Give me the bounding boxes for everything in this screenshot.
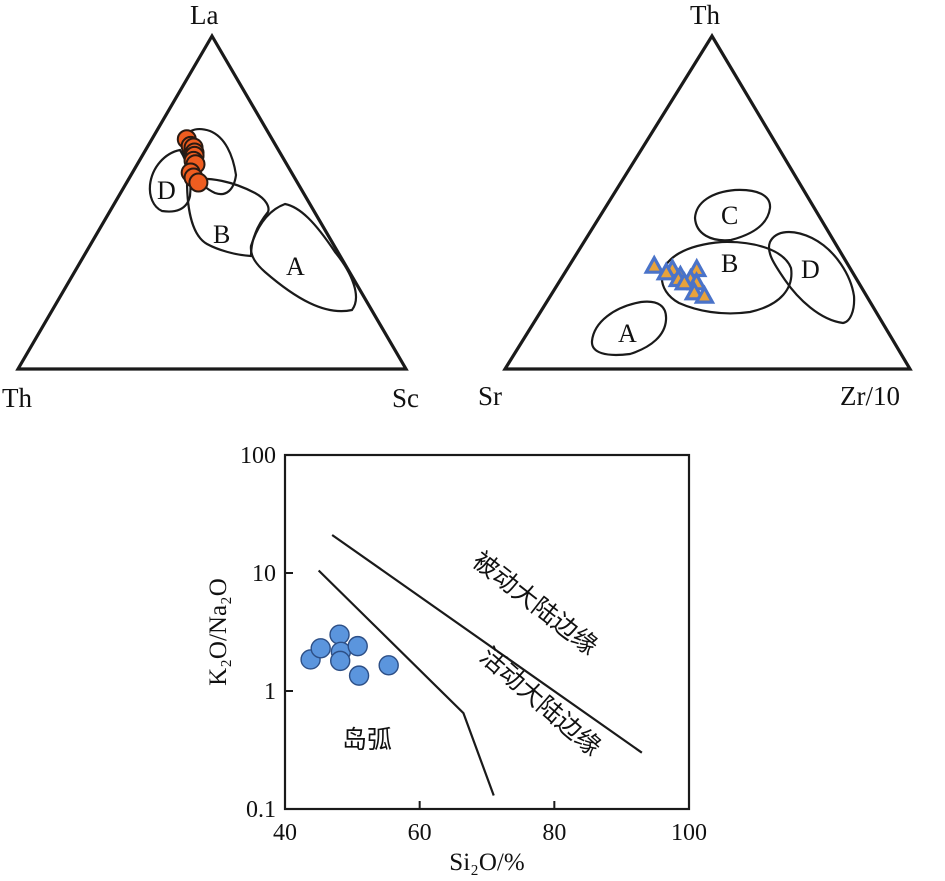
data-point (347, 635, 368, 657)
field-label-B: B (213, 220, 230, 249)
boundary-line (317, 569, 495, 796)
field-B (185, 177, 270, 258)
ternary-frame (15, 32, 409, 371)
data-points-la-th-sc (176, 129, 209, 193)
vertex-label-sc: Sc (392, 383, 419, 413)
data-point (329, 624, 350, 645)
field-D (767, 231, 856, 325)
data-point (673, 271, 696, 291)
data-point (188, 172, 209, 193)
plot-frame (283, 453, 691, 811)
vertex-label-th: Th (2, 383, 32, 413)
boundary-line (331, 534, 643, 754)
boundary-lines (317, 534, 643, 796)
axis-ticks: 40 60 80 100 0.1 1 10 100 (240, 443, 707, 846)
data-point (693, 284, 716, 304)
data-point (643, 254, 665, 274)
data-points-k2o (300, 624, 399, 686)
field-label-A: A (286, 252, 305, 281)
data-point (378, 655, 399, 676)
field-A (590, 300, 668, 357)
field-B (660, 240, 793, 315)
x-axis-title: Si₂O/% (449, 849, 524, 876)
field-C (693, 188, 772, 242)
field-D (148, 148, 192, 213)
data-points-th-sr-zr (643, 254, 716, 304)
y-tick-label: 0.1 (246, 797, 276, 823)
x-tick-label: 60 (408, 820, 432, 846)
x-tick-label: 40 (273, 820, 297, 846)
ternary-th-sr-zr: C B D A Th Sr Zr/10 (478, 0, 913, 411)
data-point (348, 665, 370, 686)
data-point (683, 281, 706, 301)
y-tick-label: 10 (252, 561, 276, 587)
data-point (655, 261, 677, 281)
ternary-la-th-sc: C D B A La Th Sc (2, 0, 419, 413)
y-tick-label: 1 (264, 679, 276, 705)
field-label-D: D (801, 255, 820, 284)
field-label-D: D (157, 176, 176, 205)
field-A (249, 202, 357, 313)
x-tick-label: 80 (542, 820, 566, 846)
vertex-label-zr10: Zr/10 (840, 381, 900, 411)
vertex-label-th: Th (690, 0, 720, 30)
ternary-frame (502, 32, 913, 371)
y-axis-title: K₂O/Na₂O (205, 578, 232, 686)
field-label-A: A (618, 319, 637, 348)
x-tick-label: 100 (671, 820, 707, 846)
vertex-label-sr: Sr (478, 381, 502, 411)
data-point (310, 638, 331, 659)
region-label-active-margin: 活动大陆边缘 (474, 641, 606, 761)
data-point (330, 650, 351, 672)
region-label-island-arc: 岛弧 (342, 725, 392, 754)
vertex-label-la: La (190, 0, 218, 30)
y-tick-label: 100 (240, 443, 276, 469)
field-label-B: B (721, 249, 738, 278)
field-label-C: C (721, 201, 738, 230)
